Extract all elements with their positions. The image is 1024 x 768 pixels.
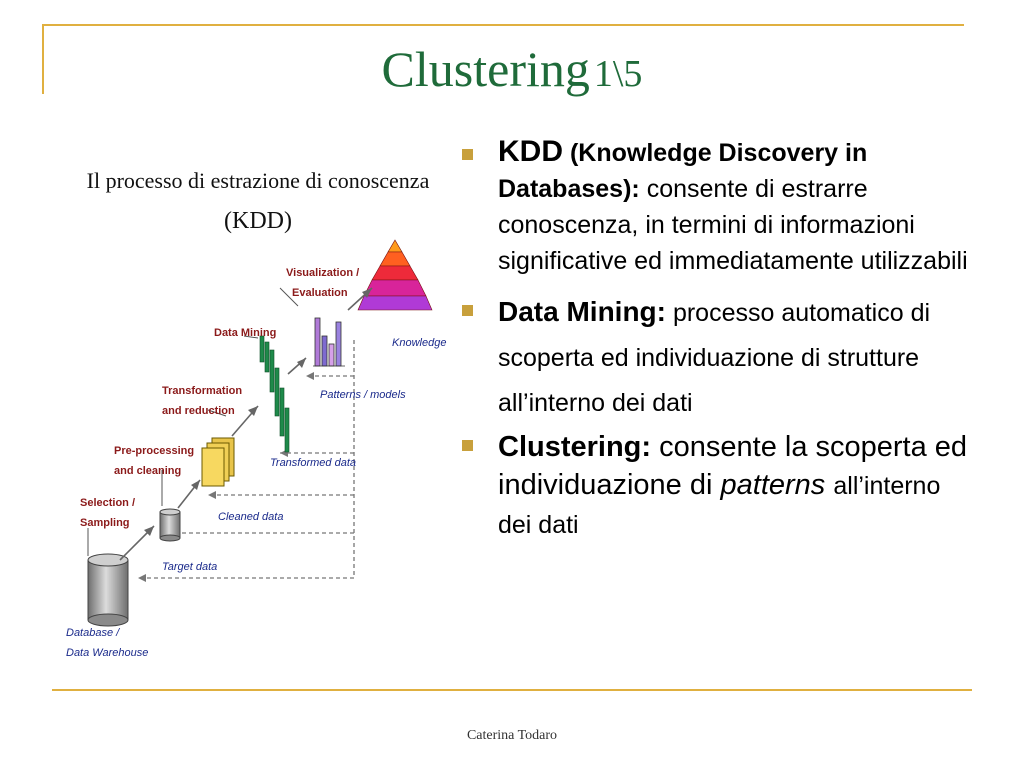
patterns-models-chart-icon [313,317,345,367]
bullet-data-mining: Data Mining: processo automatico di scop… [458,289,980,426]
target-data-cylinder-icon [159,508,181,542]
bullet-clustering-italic: patterns [720,469,826,501]
label-patterns-models: Patterns / models [320,389,406,401]
slide-title: Clustering 1\5 [0,40,1024,98]
figure-heading-line2: (KDD) [224,208,292,234]
bullet-list: KDD (Knowledge Discovery in Databases): … [458,134,980,544]
bullet-square-icon [462,440,473,451]
label-knowledge: Knowledge [392,337,446,349]
feedback-lines [138,340,355,579]
label-transformed-data: Transformed data [270,457,356,469]
label-selection-1: Selection / [80,497,135,509]
label-transformation-1: Transformation [162,385,242,397]
bullet-kdd-detail: (Knowledge Discovery in Databases): [498,139,868,203]
label-target-data: Target data [162,561,217,573]
bullet-data-mining-text: processo automatico di scoperta ed indiv… [498,299,931,417]
label-visualization-2: Evaluation [292,287,348,299]
figure-heading-line1: Il processo di estrazione di conoscenza [87,168,430,193]
label-transformation-2: and reduction [162,405,235,417]
label-visualization-1: Visualization / [286,267,359,279]
bullet-clustering-tail: all’interno dei dati [498,472,941,539]
frame-bottom-line [52,689,972,691]
bullet-kdd-text: consente di estrarre conoscenza, in term… [498,175,968,275]
bullet-data-mining-keyword: Data Mining: [498,296,666,327]
knowledge-pyramid-icon [357,239,433,311]
label-database-1: Database / [66,627,120,639]
frame-top-line [42,24,964,26]
label-database-2: Data Warehouse [66,647,148,659]
bullet-square-icon [462,305,473,316]
transformed-data-bars-icon [259,335,290,453]
bullet-square-icon [462,149,473,160]
frame-left-line [42,24,44,94]
label-preprocessing-1: Pre-processing [114,445,194,457]
bullet-clustering-text: consente la scoperta ed individuazione d… [498,431,968,501]
label-leader-lines [87,287,299,556]
process-arrowheads [144,288,372,536]
kdd-process-figure: Il processo di estrazione di conoscenza … [66,168,446,659]
label-preprocessing-2: and cleaning [114,465,181,477]
bullet-kdd: KDD (Knowledge Discovery in Databases): … [458,134,980,279]
cleaned-data-documents-icon [201,437,235,487]
label-selection-2: Sampling [80,517,130,529]
title-page-number: 1\5 [593,53,643,95]
title-main: Clustering [381,41,590,97]
bullet-kdd-keyword: KDD [498,135,563,168]
bullet-clustering-keyword: Clustering: [498,431,652,463]
database-cylinder-icon [87,553,129,627]
slide-footer: Caterina Todaro [466,728,558,743]
label-cleaned-data: Cleaned data [218,511,283,523]
label-data-mining: Data Mining [214,327,276,339]
bullet-clustering: Clustering: consente la scoperta ed indi… [458,428,980,544]
